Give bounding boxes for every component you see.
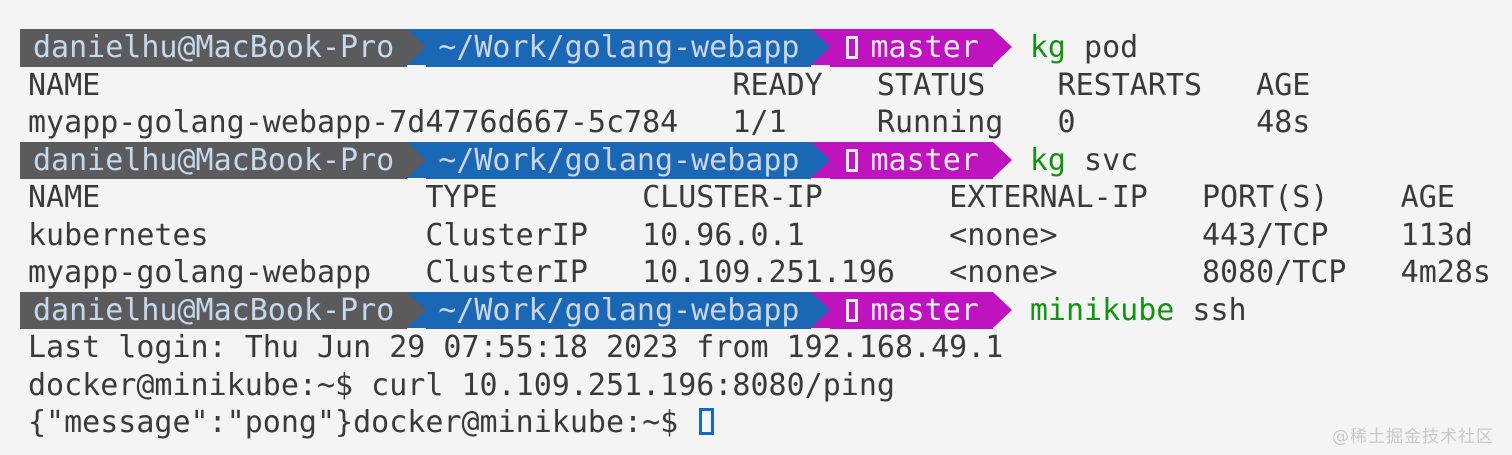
command-program: kg [1029, 142, 1066, 178]
command-args: svc [1065, 142, 1139, 178]
svc-table-row: kubernetes ClusterIP 10.96.0.1 <none> 44… [28, 217, 1473, 253]
ssh-response-prompt-line: {"message":"pong"}docker@minikube:~$ [0, 404, 1512, 442]
command-args: ssh [1174, 292, 1247, 328]
ssh-response-text: {"message":"pong"}docker@minikube:~$ [28, 405, 697, 440]
prompt-line-3: danielhu@MacBook-Pro ~/Work/golang-webapp… [0, 291, 1512, 330]
powerline-arrow-icon [407, 141, 427, 178]
pod-table-header: NAME READY STATUS RESTARTS AGE [28, 67, 1311, 103]
pod-table-row: myapp-golang-webapp-7d4776d667-5c784 1/1… [28, 105, 1311, 140]
command-input[interactable]: kg svc [1030, 142, 1138, 180]
prompt-user-host: danielhu@MacBook-Pro [20, 141, 408, 179]
prompt-cwd: ~/Work/golang-webapp [426, 141, 812, 179]
powerline-arrow-icon [992, 291, 1012, 328]
powerline-arrow-icon [992, 29, 1012, 65]
git-branch-icon [846, 36, 859, 60]
prompt-user-host: danielhu@MacBook-Pro [20, 291, 408, 329]
git-branch-name: master [870, 142, 979, 178]
watermark: @稀土掘金技术社区 [1332, 427, 1494, 447]
svc-table-row: myapp-golang-webapp ClusterIP 10.109.251… [28, 255, 1491, 290]
prompt-cwd: ~/Work/golang-webapp [426, 291, 812, 329]
command-program: kg [1029, 30, 1066, 65]
git-branch-name: master [870, 292, 979, 328]
git-branch-name: master [870, 30, 979, 65]
command-input[interactable]: minikube ssh [1030, 292, 1247, 330]
command-input[interactable]: kg pod [1030, 29, 1138, 67]
command-args: pod [1065, 30, 1139, 65]
powerline-arrow-icon [811, 141, 831, 178]
prompt-git-branch: master [830, 141, 993, 179]
prompt-git-branch: master [830, 291, 993, 329]
powerline-arrow-icon [407, 291, 427, 328]
git-branch-icon [846, 148, 859, 172]
prompt-git-branch: master [830, 29, 993, 67]
command-program: minikube [1029, 292, 1175, 328]
prompt-cwd: ~/Work/golang-webapp [426, 29, 812, 67]
powerline-arrow-icon [407, 29, 427, 65]
svc-table-header: NAME TYPE CLUSTER-IP EXTERNAL-IP PORT(S)… [28, 180, 1455, 215]
powerline-arrow-icon [811, 291, 831, 328]
prompt-line-1: danielhu@MacBook-Pro ~/Work/golang-webapp… [0, 29, 1512, 67]
prompt-user-host: danielhu@MacBook-Pro [20, 29, 408, 67]
ssh-last-login-line: Last login: Thu Jun 29 07:55:18 2023 fro… [28, 330, 1004, 365]
prompt-line-2: danielhu@MacBook-Pro ~/Work/golang-webapp… [0, 141, 1512, 180]
powerline-arrow-icon [811, 29, 831, 65]
powerline-arrow-icon [992, 141, 1012, 178]
git-branch-icon [846, 298, 859, 322]
ssh-curl-command-line: docker@minikube:~$ curl 10.109.251.196:8… [28, 367, 895, 403]
terminal-cursor[interactable] [699, 408, 715, 435]
